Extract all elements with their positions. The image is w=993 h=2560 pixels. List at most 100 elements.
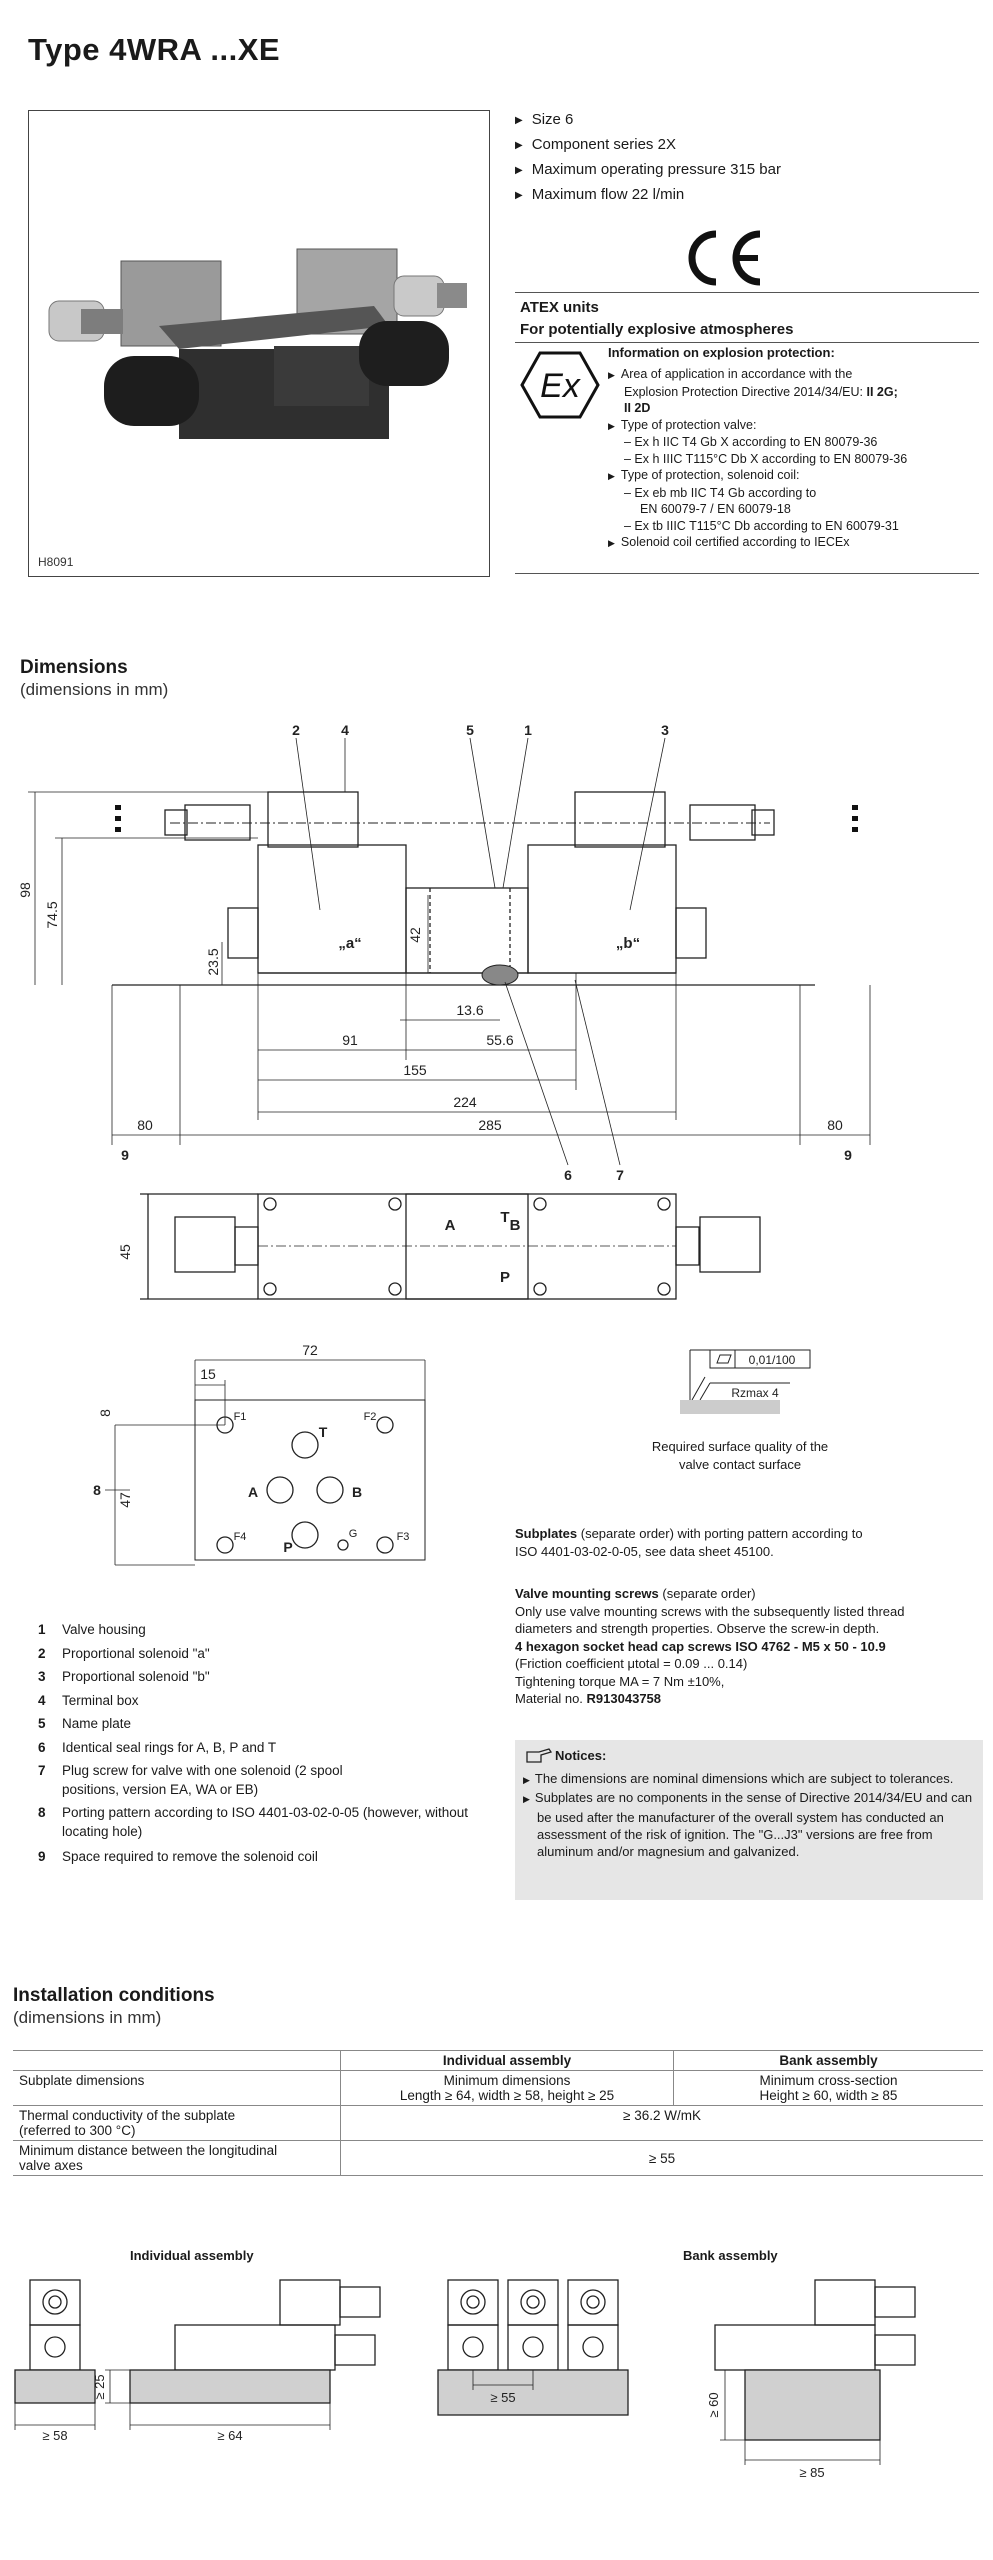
dimensions-heading: Dimensions (20, 657, 128, 678)
info-item: – Ex h IIC T4 Gb X according to EN 80079… (624, 435, 878, 449)
installation-table: Individual assembly Bank assembly Subpla… (13, 2050, 983, 2176)
info-item: Solenoid coil certified according to IEC… (608, 534, 978, 552)
notice-item: Subplates are no components in the sense… (523, 1789, 978, 1860)
notices-box: Notices: The dimensions are nominal dime… (515, 1740, 983, 1900)
col-individual: Individual assembly (340, 2050, 674, 2071)
info-item: II 2D (624, 401, 651, 415)
row-label: Minimum distance between the longitudina… (13, 2140, 341, 2176)
dim-91: 91 (342, 1032, 358, 1048)
hole-label-f3: F3 (397, 1531, 410, 1543)
hole-label-g: G (349, 1528, 358, 1540)
callout-3: 3 (661, 722, 669, 738)
surface-quality-symbol: 0,01/100 Rzmax 4 (680, 1349, 811, 1414)
front-view-drawing: 2 4 5 1 3 6 7 9 9 98 74.5 23.5 42 13.6 9… (17, 722, 871, 1183)
top-view-drawing: 45 A T B P (117, 1193, 761, 1300)
ex-mark-icon: Ex (520, 350, 600, 425)
dim-155: 155 (403, 1062, 427, 1078)
info-item: Area of application in accordance with t… (608, 366, 978, 384)
individual-assembly-label: Individual assembly (130, 2248, 254, 2263)
photo-id: H8091 (38, 555, 74, 569)
port-label-a: A (445, 1217, 456, 1234)
dim-98: 98 (17, 882, 33, 898)
row-value: ≥ 55 (340, 2140, 983, 2176)
hole-label-f4: F4 (234, 1531, 247, 1543)
divider (515, 573, 979, 574)
port-label-b: B (352, 1484, 362, 1500)
dim-80-left: 80 (137, 1117, 153, 1133)
callout-1: 1 (524, 722, 532, 738)
dim-min-64: ≥ 64 (217, 2428, 242, 2443)
callout-7: 7 (616, 1167, 624, 1183)
callout-9-right: 9 (844, 1147, 852, 1163)
dimensions-subheading: (dimensions in mm) (20, 680, 169, 699)
feature-item: Maximum flow 22 l/min (515, 183, 781, 208)
solenoid-a-label: „a“ (338, 935, 361, 952)
dim-min-58: ≥ 58 (42, 2428, 67, 2443)
installation-subheading: (dimensions in mm) (13, 2008, 162, 2027)
valve-photo-illustration (48, 248, 467, 439)
dim-47: 47 (117, 1492, 133, 1508)
port-label-t: T (500, 1209, 509, 1226)
port-label-a: A (248, 1484, 258, 1500)
hole-label-f2: F2 (364, 1411, 377, 1423)
hole-label-f1: F1 (234, 1411, 247, 1423)
callout-5: 5 (466, 722, 474, 738)
info-item: Type of protection, solenoid coil: (608, 467, 978, 485)
screws-text: Valve mounting screws (separate order) O… (515, 1586, 905, 1706)
flatness-value: 0,01/100 (749, 1353, 796, 1367)
info-item: EN 60079-7 / EN 60079-18 (640, 502, 791, 516)
divider (515, 342, 979, 343)
bank-assembly-label: Bank assembly (683, 2248, 778, 2263)
dim-15: 15 (200, 1366, 216, 1382)
col-bank: Bank assembly (673, 2050, 983, 2071)
callout-4: 4 (341, 722, 349, 738)
dim-min-25: ≥ 25 (92, 2374, 107, 2399)
porting-pattern-drawing: 72 15 8 47 8 T A B P F1 F2 F4 F3 G (93, 1342, 426, 1566)
page-title: Type 4WRA ...XE (28, 32, 281, 67)
info-item: – Ex tb IIIC T115°C Db according to EN 6… (624, 518, 899, 533)
installation-heading: Installation conditions (13, 1985, 215, 2006)
callout-2: 2 (292, 722, 300, 738)
info-item: – Ex h IIIC T115°C Db X according to EN … (624, 451, 908, 466)
dim-80-right: 80 (827, 1117, 843, 1133)
assembly-drawings: ≥ 58 ≥ 64 ≥ 25 ≥ 55 ≥ 60 ≥ 85 (14, 2279, 916, 2480)
notices-title: Notices: (555, 1748, 607, 1763)
row-label: Thermal conductivity of the subplate(ref… (13, 2105, 341, 2141)
solenoid-b-label: „b“ (616, 935, 640, 952)
subplates-text: Subplates (separate order) with porting … (515, 1526, 863, 1559)
callout-6: 6 (564, 1167, 572, 1183)
port-label-p: P (500, 1269, 510, 1286)
roughness-value: Rzmax 4 (731, 1386, 779, 1400)
surface-caption: Required surface quality of the valve co… (651, 1439, 829, 1472)
info-item: – Ex eb mb IIC T4 Gb according to (624, 485, 817, 500)
dim-45: 45 (117, 1244, 133, 1260)
port-label-p: P (283, 1539, 292, 1555)
atex-heading: ATEX units For potentially explosive atm… (520, 299, 794, 338)
callout-8: 8 (93, 1482, 101, 1498)
notice-item: The dimensions are nominal dimensions wh… (523, 1770, 978, 1789)
port-label-b: B (510, 1217, 521, 1234)
feature-item: Maximum operating pressure 315 bar (515, 158, 781, 183)
dim-min-60: ≥ 60 (706, 2392, 721, 2417)
port-label-t: T (319, 1424, 328, 1440)
explosion-info-heading: Information on explosion protection: (608, 345, 835, 360)
feature-item: Component series 2X (515, 133, 781, 158)
feature-item: Size 6 (515, 108, 781, 133)
info-item: Type of protection valve: (608, 417, 978, 435)
dim-8: 8 (97, 1409, 113, 1417)
row-label: Subplate dimensions (13, 2070, 341, 2106)
feature-list: Size 6 Component series 2X Maximum opera… (515, 108, 781, 208)
divider (515, 292, 979, 293)
